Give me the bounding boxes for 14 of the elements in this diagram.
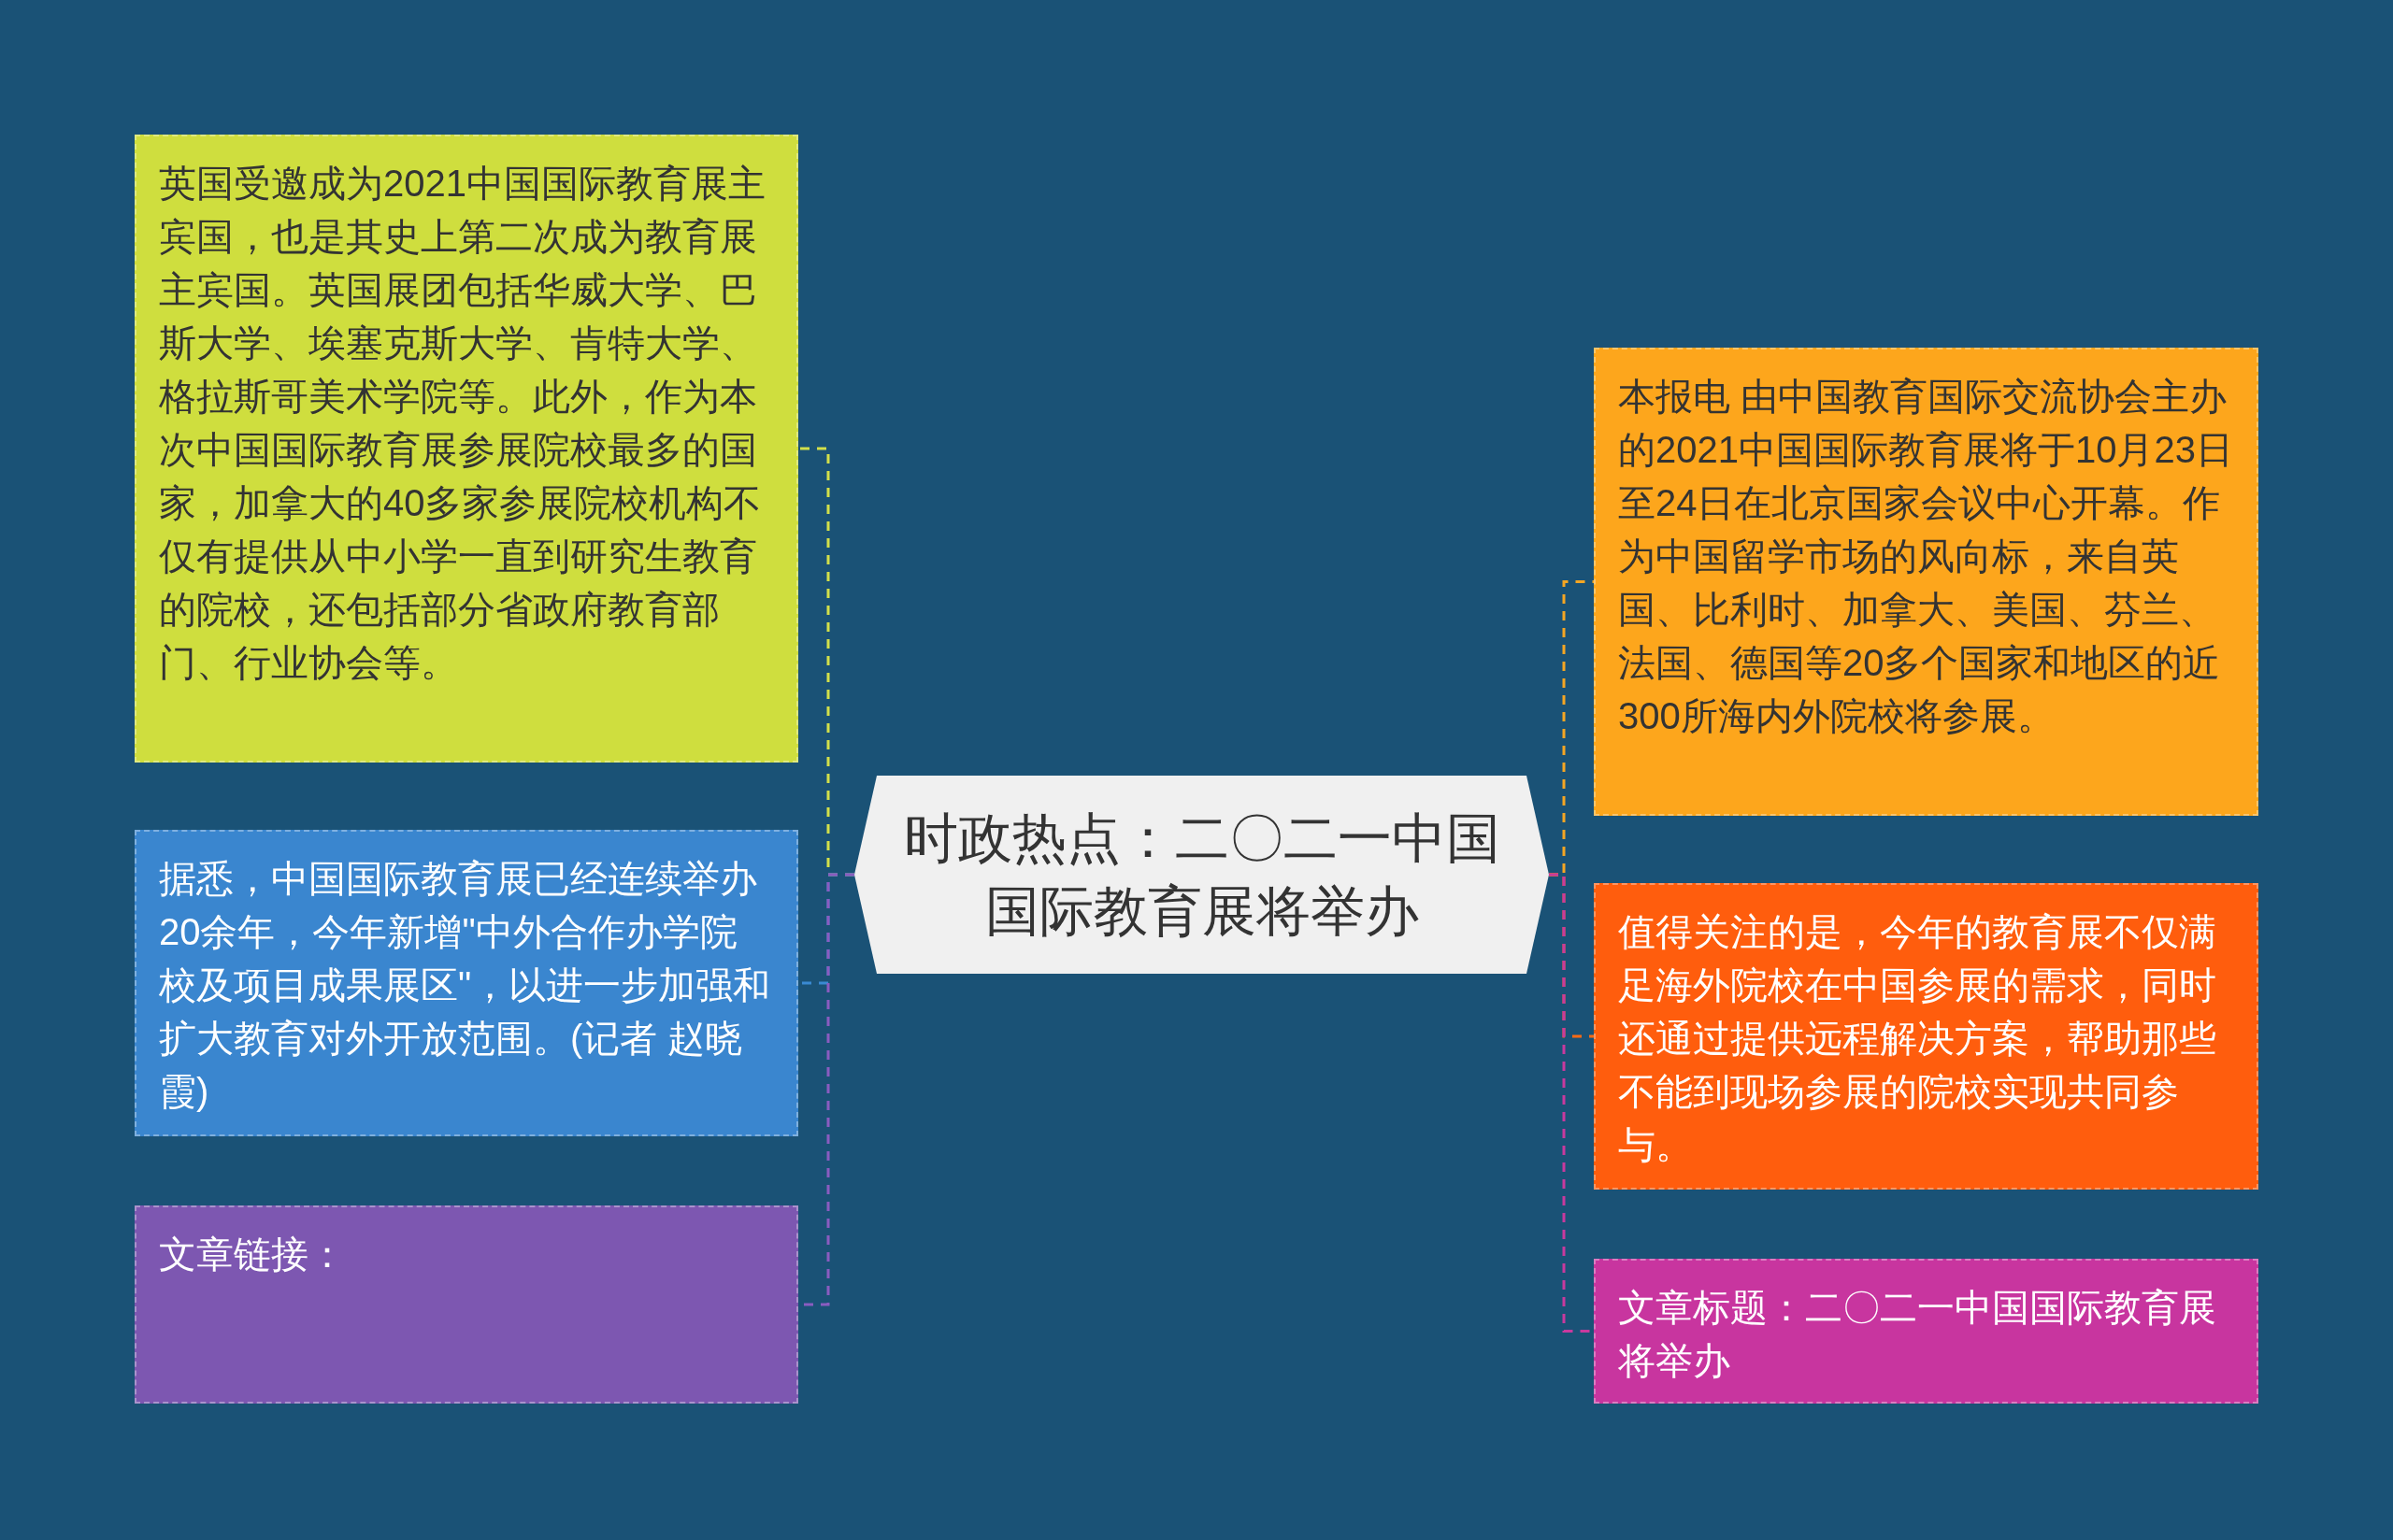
note-card [1594, 348, 2258, 816]
note-card [1594, 883, 2258, 1190]
note-text: 据悉，中国国际教育展已经连续举办20余年，今年新增"中外合作办学院校及项目成果展区"，以进一步加强和扩大教育对外开放范围。(记者 赵晓霞) [159, 857, 772, 1114]
note-text: 英国受邀成为2021中国国际教育展主宾国，也是其史上第二次成为教育展主宾国。英国展团包括华威大学、巴斯大学、埃塞克斯大学、肯特大学、格拉斯哥美术学院等。此外，作为本次中国国际教育展参展院校最多的国家，加拿大的40多家参展院校机构不仅有提供从中小学一直到研究生教育的院校，还包括部分省政府教育部门、行业协会等。 [159, 162, 767, 685]
note-card [1594, 1259, 2258, 1404]
topic-title: 时政热点：二〇二一中国国际教育展将举办 [902, 806, 1501, 943]
note-text: 值得关注的是，今年的教育展不仅满足海外院校在中国参展的需求，同时还通过提供远程解决方案，帮助那些不能到现场参展的院校实现共同参与。 [1618, 910, 2217, 1167]
note-text: 文章链接： [159, 1233, 347, 1276]
central-topic-hexagon [854, 776, 1549, 974]
note-text: 文章标题：二〇二一中国国际教育展将举办 [1618, 1286, 2217, 1383]
note-card [135, 1205, 798, 1404]
note-text: 本报电 由中国教育国际交流协会主办的2021中国国际教育展将于10月23日至24日在北京国家会议中心开幕。作为中国留学市场的风向标，来自英国、比利时、加拿大、美国、芬兰、法国、德国等20多个国家和地区的近300所海内外院校将参展。 [1618, 375, 2234, 738]
note-card [135, 830, 798, 1136]
note-card [135, 135, 798, 763]
